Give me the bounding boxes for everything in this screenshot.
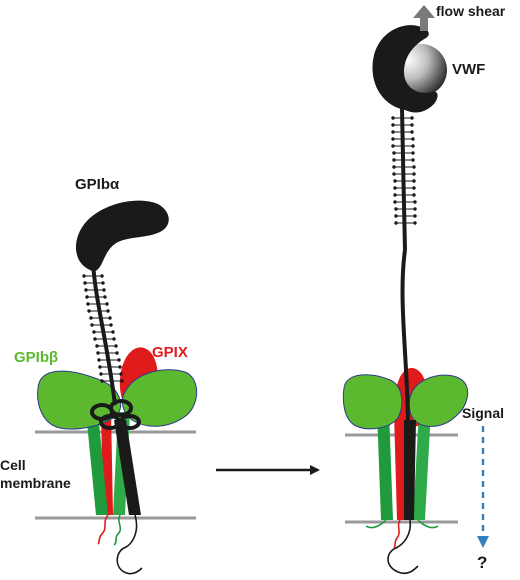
flow-shear-arrow: [413, 5, 435, 31]
left-gp1b-beta-helix-a: [86, 412, 108, 515]
right-gp1b-alpha-stalk-upper: [400, 107, 407, 251]
signal-arrow-head: [477, 536, 489, 548]
left-cyto-tail-red: [97, 514, 109, 545]
label-gp1b-alpha: GPIbα: [75, 176, 120, 193]
right-cyto-tail-green-a: [365, 519, 387, 529]
right-cyto-tail-red: [393, 519, 401, 549]
left-glycan-ticks: [82, 274, 124, 383]
right-gp1b-beta-lobe-right: [408, 374, 469, 427]
label-membrane: membrane: [0, 475, 71, 491]
left-gp1b-alpha-head: [75, 200, 169, 272]
label-vwf: VWF: [452, 61, 485, 78]
right-cyto-tail-black: [387, 519, 419, 575]
label-gp1b-beta: GPIbβ: [14, 349, 58, 366]
right-glycan-ticks: [391, 116, 417, 225]
right-gp1b-alpha-tm: [404, 420, 416, 520]
vwf-sphere: [395, 44, 447, 96]
right-gpix-helix: [394, 412, 407, 520]
label-flow-shear: flow shear: [436, 3, 506, 19]
right-gp1b-beta-lobe-left: [342, 374, 403, 430]
right-gp1b-beta-helix-b: [413, 410, 431, 520]
right-gp1b-alpha-head: [372, 25, 438, 113]
left-gp1b-beta-lobe-left: [37, 370, 122, 430]
right-gp1b-alpha-stalk-lower: [400, 249, 410, 431]
right-complex: [342, 5, 489, 575]
left-complex: [35, 200, 198, 575]
right-cyto-tail-green-b: [417, 519, 439, 529]
left-disulfide-knot: [90, 399, 141, 430]
label-question: ?: [477, 553, 487, 572]
right-gp1b-beta-helix-a: [377, 410, 393, 520]
left-cyto-tail-black: [116, 514, 143, 575]
label-signal: Signal: [462, 405, 504, 421]
label-gpix: GPIX: [152, 344, 188, 361]
left-gp1b-alpha-tm: [114, 420, 141, 515]
label-cell: Cell: [0, 457, 26, 473]
left-cyto-tail-green: [113, 514, 122, 546]
